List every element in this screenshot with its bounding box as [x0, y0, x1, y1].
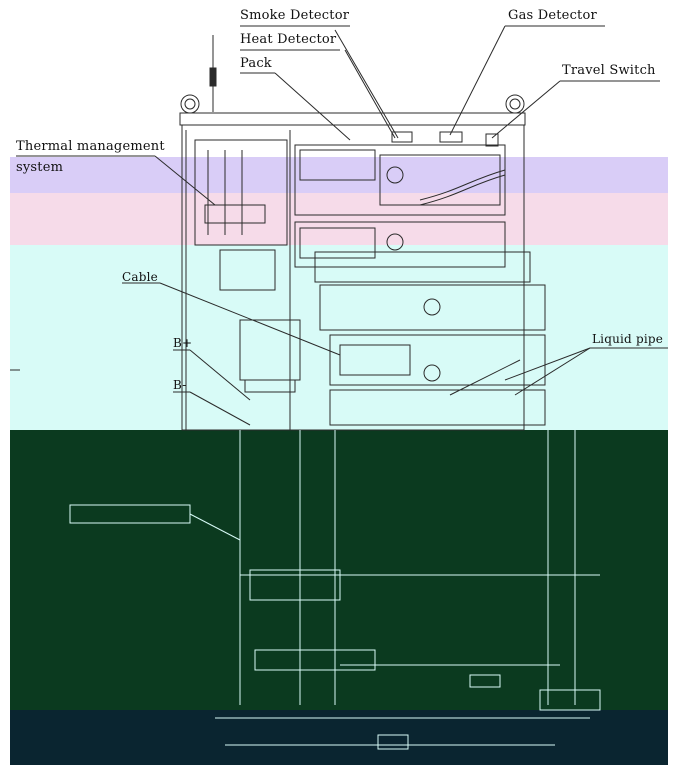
- label-thermal-management-line1: Thermal management: [16, 139, 165, 154]
- label-heat-detector: Heat Detector: [240, 32, 337, 47]
- label-thermal-management-line2: system: [16, 160, 64, 175]
- label-b-minus: B-: [173, 378, 187, 392]
- label-liquid-pipe: Liquid pipe: [592, 332, 664, 346]
- band-lavender: [10, 157, 668, 193]
- label-gas-detector: Gas Detector: [508, 8, 597, 23]
- label-smoke-detector: Smoke Detector: [240, 8, 350, 23]
- band-dark-blue: [10, 710, 668, 765]
- label-b-plus: B+: [173, 336, 193, 350]
- band-cyan: [10, 245, 668, 430]
- label-pack: Pack: [240, 56, 272, 71]
- label-travel-switch: Travel Switch: [562, 63, 656, 78]
- label-cable: Cable: [122, 270, 158, 284]
- band-pink: [10, 193, 668, 245]
